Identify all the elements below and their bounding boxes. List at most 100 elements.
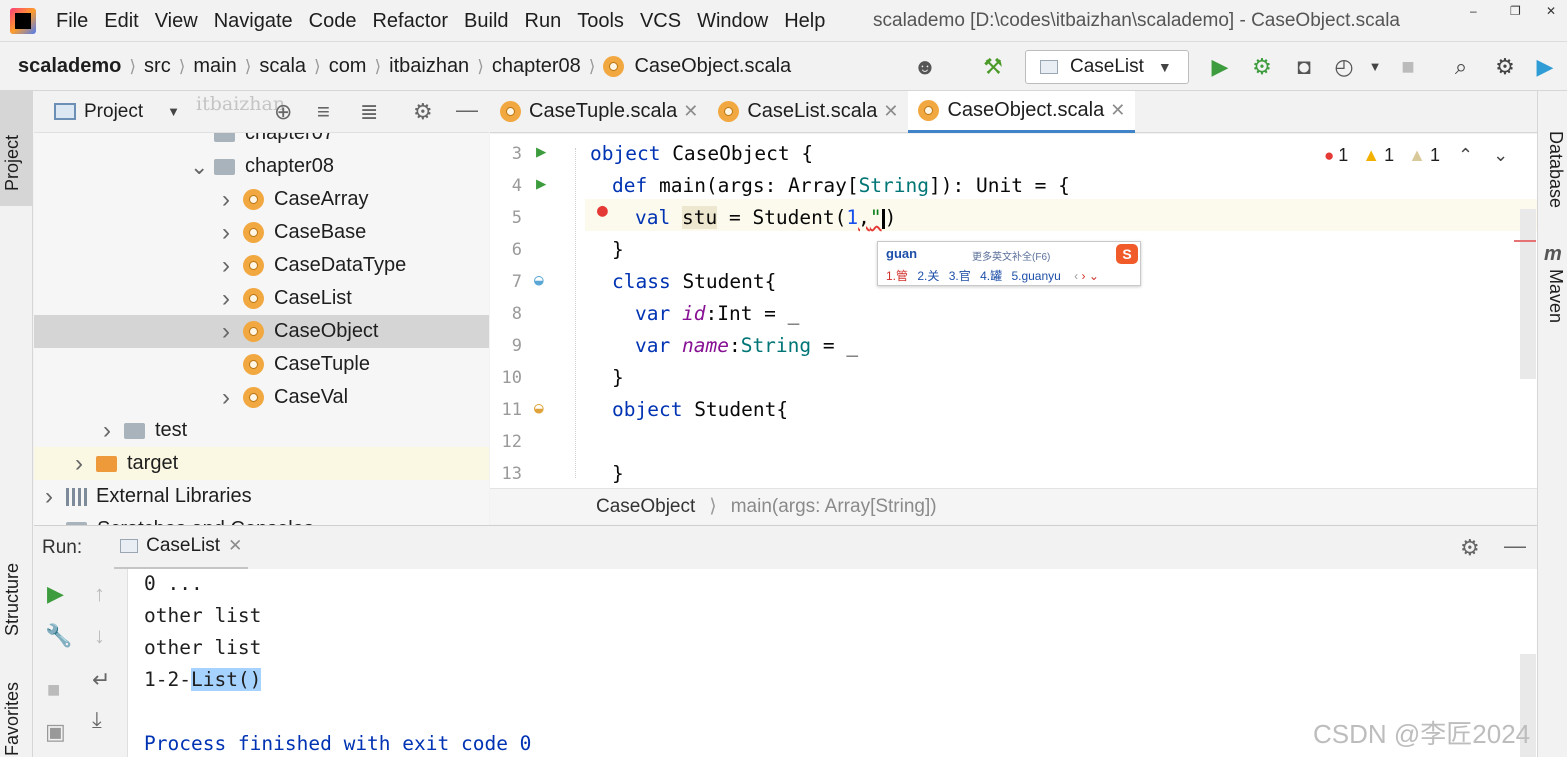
caret-down-icon[interactable]: ▼: [167, 104, 181, 119]
panel-settings-gear-icon[interactable]: ⚙: [413, 99, 433, 124]
user-icon[interactable]: ☻: [913, 54, 937, 79]
tree-item-scratches-and-consoles[interactable]: Scratches and Consoles: [34, 513, 489, 525]
hide-panel-icon[interactable]: —: [456, 97, 478, 122]
tree-item-external-libraries[interactable]: ›External Libraries: [34, 480, 489, 513]
hide-run-panel-icon[interactable]: —: [1504, 533, 1526, 558]
expand-all-icon[interactable]: ≡: [317, 99, 330, 124]
camera-icon[interactable]: ▣: [45, 719, 66, 744]
tree-item-chapter07[interactable]: chapter07: [34, 133, 489, 150]
menu-run[interactable]: Run: [524, 9, 562, 32]
project-tool-tab[interactable]: Project: [2, 134, 22, 191]
ime-candidate-2[interactable]: 2.关: [917, 269, 940, 283]
ime-candidate-1[interactable]: 1.管: [886, 269, 909, 283]
hammer-build-icon[interactable]: ⚒: [983, 54, 1003, 79]
tree-item-caseobject[interactable]: ›CaseObject: [34, 315, 489, 348]
run-gutter-icon[interactable]: ▶: [536, 174, 547, 194]
minimize-icon[interactable]: –: [1470, 4, 1477, 18]
menu-view[interactable]: View: [154, 9, 198, 32]
tree-item-test[interactable]: ›test: [34, 414, 489, 447]
chevron-right-icon[interactable]: ›: [222, 317, 230, 345]
chevron-right-icon[interactable]: ›: [75, 449, 83, 477]
editor-tab-caselist[interactable]: CaseList.scala✕: [708, 91, 908, 133]
chevron-right-icon[interactable]: ›: [45, 482, 53, 510]
close-window-icon[interactable]: ✕: [1546, 4, 1557, 18]
ime-hint[interactable]: 更多英文补全(F6): [972, 252, 1051, 263]
breadcrumb-project[interactable]: scalademo: [18, 55, 122, 77]
editor-tab-caseobject[interactable]: CaseObject.scala✕: [908, 90, 1136, 133]
close-tab-icon[interactable]: ✕: [683, 101, 699, 121]
ime-candidate-3[interactable]: 3.官: [948, 269, 971, 283]
editor-scrollbar[interactable]: [1520, 209, 1536, 379]
menu-window[interactable]: Window: [697, 9, 769, 32]
error-bulb-icon[interactable]: ●: [597, 200, 608, 221]
breadcrumb-object[interactable]: CaseObject: [596, 495, 696, 517]
run-icon[interactable]: ▶: [1211, 54, 1229, 79]
stop-icon[interactable]: ■: [47, 677, 61, 702]
menu-navigate[interactable]: Navigate: [213, 9, 293, 32]
ime-prev-page-icon[interactable]: ‹: [1074, 269, 1079, 283]
chevron-right-icon[interactable]: ›: [103, 416, 111, 444]
breadcrumb-file[interactable]: CaseObject.scala: [634, 55, 792, 77]
menu-file[interactable]: File: [56, 9, 89, 32]
ime-candidate-4[interactable]: 4.罐: [980, 269, 1003, 283]
structure-tool-tab[interactable]: Structure: [2, 562, 22, 636]
chevron-down-icon[interactable]: ⌄: [190, 153, 209, 179]
database-tool-tab[interactable]: Database: [1546, 131, 1566, 209]
breadcrumb-src[interactable]: src: [144, 55, 171, 77]
breadcrumb-scala[interactable]: scala: [259, 55, 307, 77]
breadcrumb-com[interactable]: com: [328, 55, 367, 77]
collapse-all-icon[interactable]: ≣: [360, 99, 379, 124]
chevron-right-icon[interactable]: ›: [222, 251, 230, 279]
tree-item-casetuple[interactable]: CaseTuple: [34, 348, 489, 381]
run-settings-gear-icon[interactable]: ⚙: [1460, 535, 1480, 560]
editor-tab-casetuple[interactable]: CaseTuple.scala✕: [490, 91, 708, 133]
tree-item-casebase[interactable]: ›CaseBase: [34, 216, 489, 249]
toolbox-icon[interactable]: ▶: [1536, 54, 1554, 79]
close-tab-icon[interactable]: ✕: [228, 536, 243, 555]
ime-candidate-5[interactable]: 5.guanyu: [1011, 269, 1061, 283]
breadcrumb-method[interactable]: main(args: Array[String]): [730, 495, 937, 517]
menu-help[interactable]: Help: [784, 9, 826, 32]
console-output[interactable]: 0 ... other list other list 1-2-List() P…: [128, 569, 1537, 757]
chevron-right-icon[interactable]: ›: [222, 383, 230, 411]
rerun-icon[interactable]: ▶: [47, 581, 64, 606]
search-icon[interactable]: ⌕: [1454, 54, 1468, 79]
menu-build[interactable]: Build: [464, 9, 509, 32]
chevron-right-icon[interactable]: ›: [222, 185, 230, 213]
coverage-icon[interactable]: ◘: [1297, 54, 1311, 79]
wrench-icon[interactable]: 🔧: [45, 623, 73, 648]
close-tab-icon[interactable]: ✕: [883, 101, 899, 121]
chevron-right-icon[interactable]: ›: [222, 218, 230, 246]
tree-item-casedatatype[interactable]: ›CaseDataType: [34, 249, 489, 282]
menu-vcs[interactable]: VCS: [639, 9, 682, 32]
soft-wrap-icon[interactable]: ↵: [92, 667, 111, 692]
tree-item-chapter08[interactable]: ⌄chapter08: [34, 150, 489, 183]
previous-highlight-icon[interactable]: ⌃: [1457, 145, 1474, 165]
ime-candidate-popup[interactable]: guan 更多英文补全(F6) S 1.管 2.关 3.官 4.罐 5.guan…: [877, 241, 1141, 286]
ime-expand-icon[interactable]: ⌄: [1088, 269, 1099, 283]
ime-next-page-icon[interactable]: ›: [1081, 269, 1086, 283]
tree-item-target[interactable]: ›target: [34, 447, 489, 480]
close-tab-icon[interactable]: ✕: [1110, 99, 1126, 120]
debug-bug-icon[interactable]: ⚙: [1252, 54, 1272, 79]
run-gutter-icon[interactable]: ▶: [536, 142, 547, 162]
menu-code[interactable]: Code: [308, 9, 357, 32]
profile-icon[interactable]: ◴: [1334, 54, 1354, 79]
scroll-down-icon[interactable]: ↓: [94, 623, 105, 648]
breadcrumb-itbaizhan[interactable]: itbaizhan: [389, 55, 470, 77]
chevron-right-icon[interactable]: ›: [222, 284, 230, 312]
run-configuration-select[interactable]: CaseList ▼: [1025, 50, 1189, 84]
menu-edit[interactable]: Edit: [104, 9, 139, 32]
project-panel-title[interactable]: Project: [84, 100, 144, 122]
next-highlight-icon[interactable]: ⌄: [1493, 145, 1509, 165]
breadcrumb-main[interactable]: main: [193, 55, 237, 77]
companion-gutter-icon[interactable]: ◒: [534, 398, 544, 417]
scroll-to-end-icon[interactable]: ⤓: [92, 707, 102, 732]
maven-tool-tab[interactable]: Maven: [1546, 269, 1566, 324]
settings-gear-icon[interactable]: ⚙: [1495, 54, 1515, 79]
menu-tools[interactable]: Tools: [577, 9, 624, 32]
run-tab-caselist[interactable]: CaseList ✕: [114, 526, 249, 570]
caret-down-icon[interactable]: ▼: [1368, 59, 1382, 74]
stop-icon[interactable]: ■: [1401, 54, 1415, 79]
